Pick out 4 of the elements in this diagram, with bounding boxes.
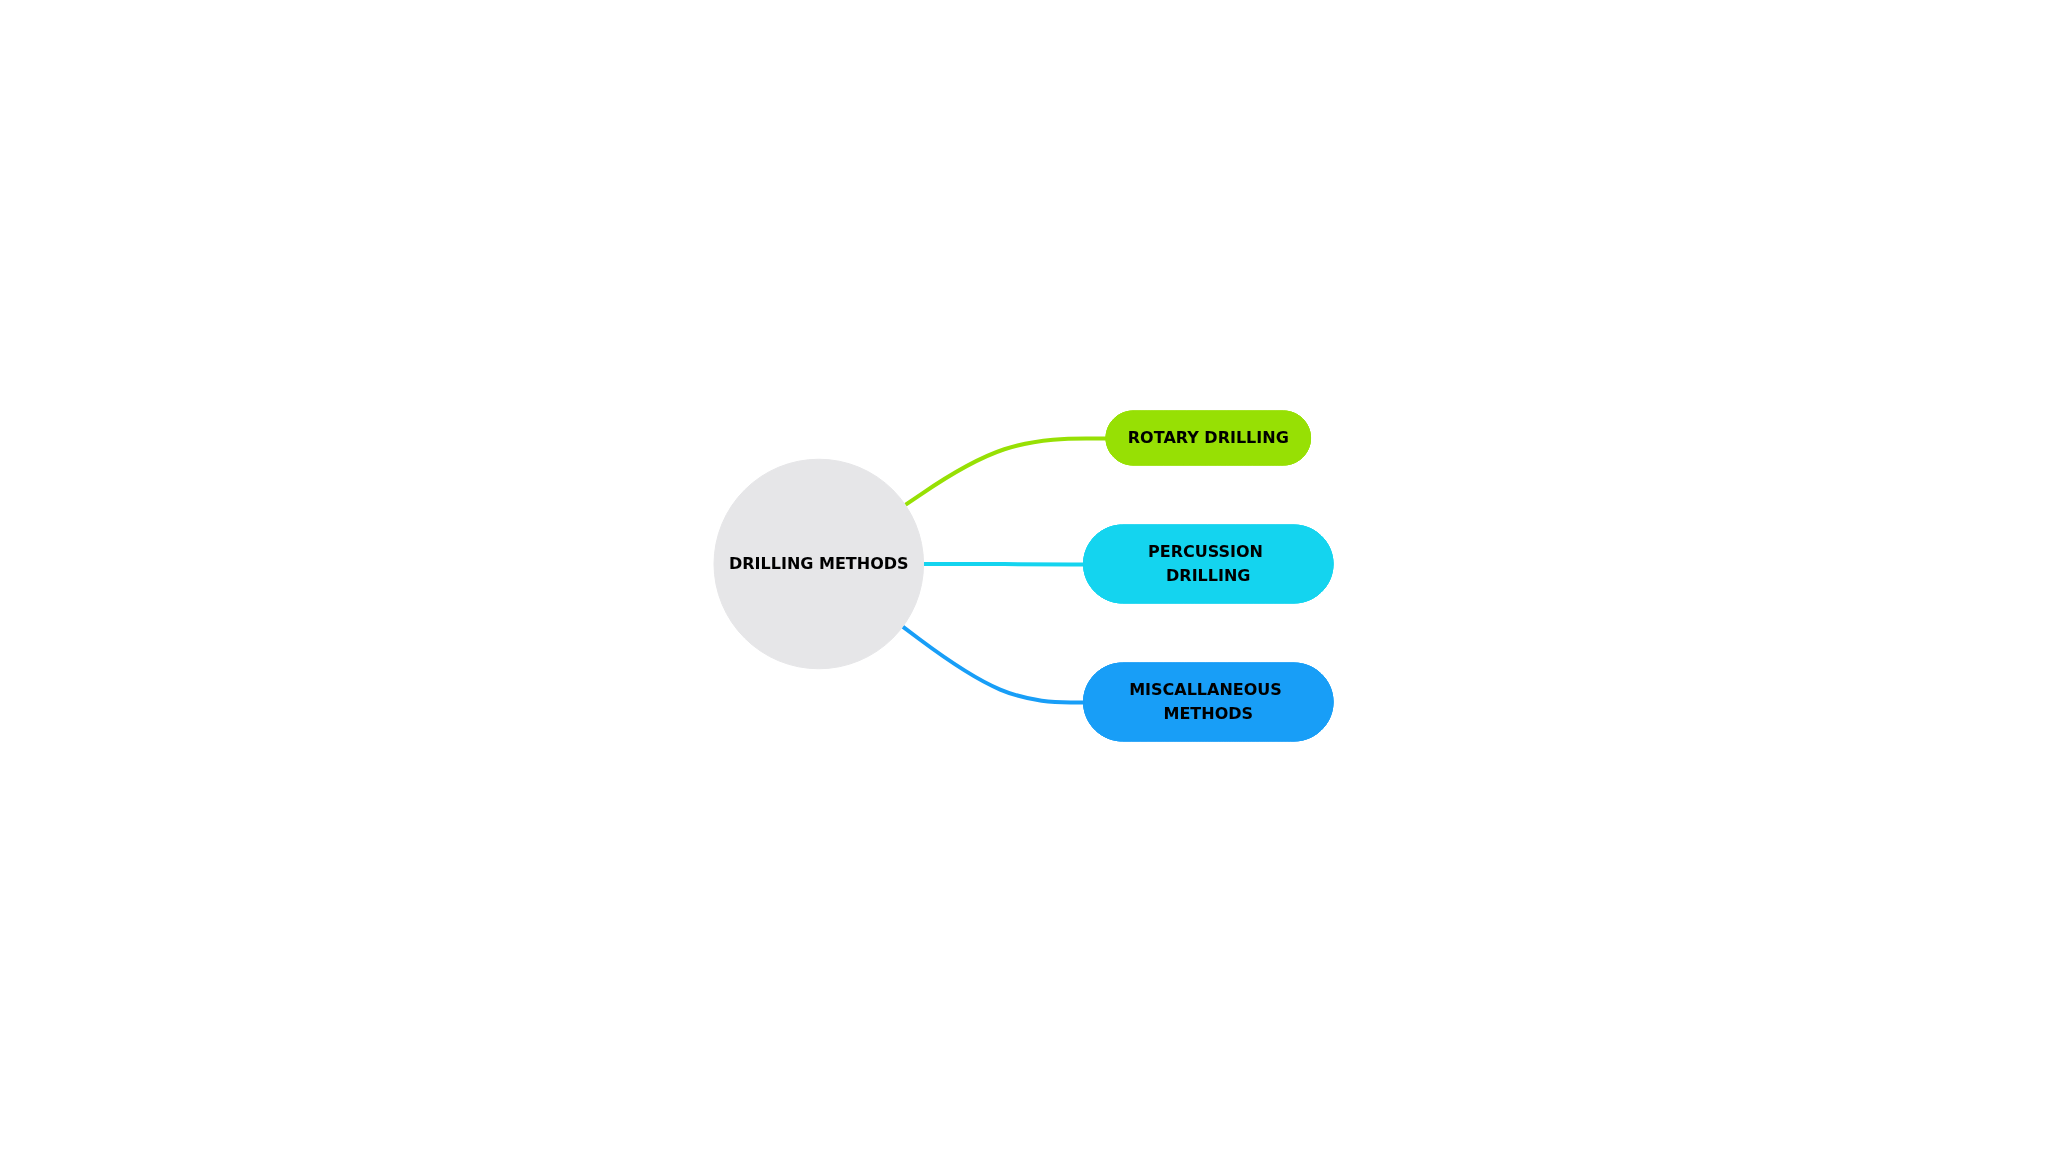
- node-circle: DRILLING METHODS: [714, 458, 925, 670]
- connector: [902, 625, 1085, 705]
- connector: [904, 436, 1108, 507]
- connector: [924, 562, 1085, 567]
